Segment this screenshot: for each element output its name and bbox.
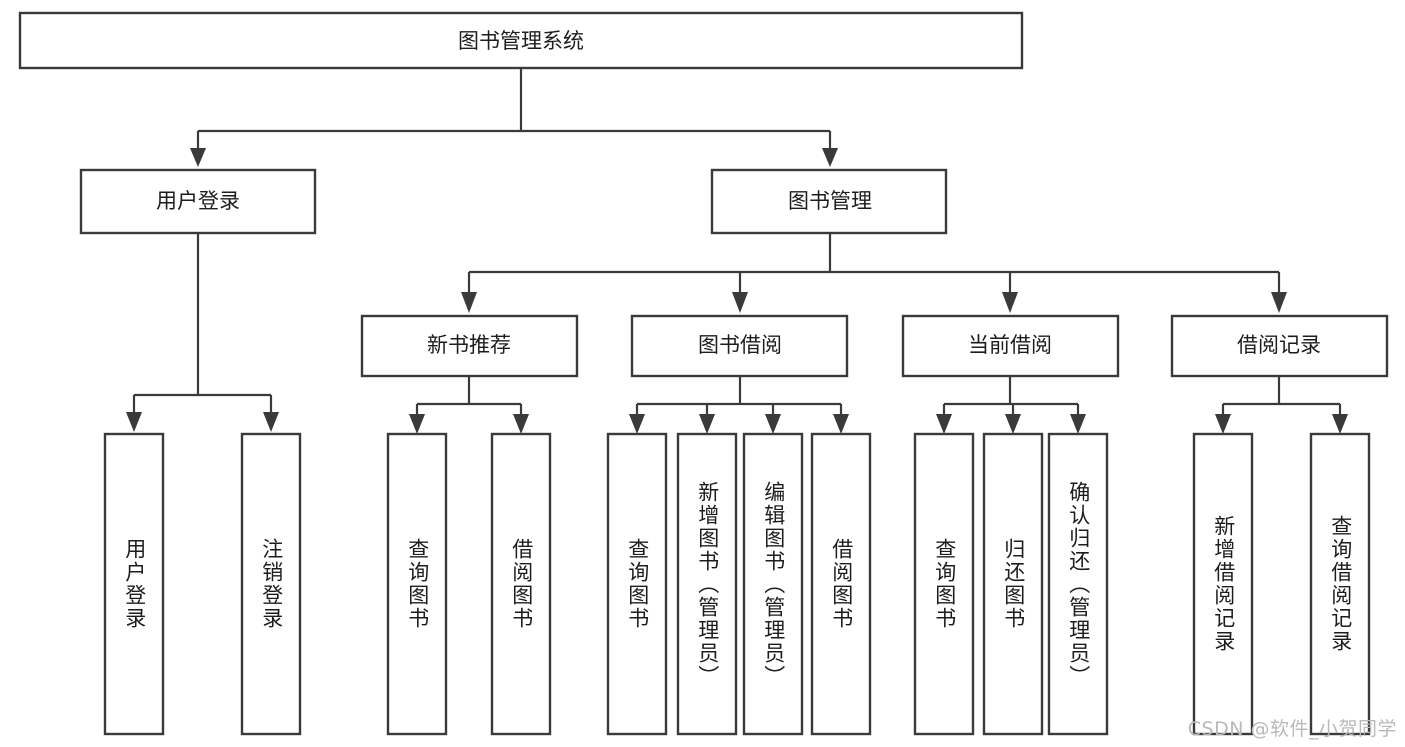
- connector-borrow-record-to-leaves: [1215, 376, 1348, 434]
- node-book-manage-box[interactable]: [710, 168, 948, 235]
- connector-book-borrow-to-leaves: [629, 376, 849, 434]
- connector-root-to-level2: [190, 69, 838, 167]
- leaf-query-record-box[interactable]: [1309, 432, 1371, 736]
- node-root[interactable]: 图书管理系统: [18, 11, 1024, 70]
- arrow-head-icon: [1215, 414, 1231, 434]
- watermark-text: CSDN @软件_小贺同学: [1187, 718, 1397, 740]
- node-new-book-rec-label: 新书推荐: [427, 333, 511, 357]
- connector-new-book-rec-to-leaves: [409, 376, 529, 434]
- leaf-borrow-book-2-box[interactable]: [810, 432, 872, 736]
- node-current-borrow-label: 当前借阅: [968, 333, 1052, 357]
- arrow-head-icon: [765, 414, 781, 434]
- node-book-borrow-box[interactable]: [630, 314, 849, 378]
- arrow-head-icon: [833, 414, 849, 434]
- arrow-head-icon: [190, 148, 206, 167]
- node-user-login-label: 用户登录: [156, 189, 240, 213]
- connector-user-login-to-leaves: [126, 233, 279, 432]
- leaf-add-record-box[interactable]: [1192, 432, 1254, 736]
- node-borrow-record-label: 借阅记录: [1237, 333, 1321, 357]
- leaf-query-book-1-box[interactable]: [386, 432, 448, 736]
- node-user-login-box[interactable]: [79, 168, 317, 235]
- arrow-head-icon: [1070, 414, 1086, 434]
- arrow-head-icon: [1002, 292, 1018, 313]
- node-borrow-record-box[interactable]: [1170, 314, 1389, 378]
- node-current-borrow-box[interactable]: [901, 314, 1120, 378]
- arrow-head-icon: [699, 414, 715, 434]
- arrow-head-icon: [1271, 292, 1287, 313]
- arrow-head-icon: [822, 148, 838, 167]
- connector-current-borrow-to-leaves: [936, 376, 1086, 434]
- arrow-head-icon: [936, 414, 952, 434]
- node-root-label: 图书管理系统: [458, 29, 584, 53]
- leaf-query-book-2-box[interactable]: [606, 432, 668, 736]
- arrow-head-icon: [629, 414, 645, 434]
- node-root-box[interactable]: [18, 11, 1024, 70]
- node-new-book-rec[interactable]: 新书推荐: [360, 314, 579, 378]
- connector-book-manage-to-level3: [461, 233, 1287, 313]
- arrow-head-icon: [513, 414, 529, 434]
- arrow-head-icon: [409, 414, 425, 434]
- node-book-borrow[interactable]: 图书借阅: [630, 314, 849, 378]
- arrow-head-icon: [732, 292, 748, 313]
- leaf-confirm-return-box[interactable]: [1047, 432, 1109, 736]
- node-book-manage-label: 图书管理: [788, 189, 872, 213]
- leaf-borrow-book-1-box[interactable]: [490, 432, 552, 736]
- node-borrow-record[interactable]: 借阅记录: [1170, 314, 1389, 378]
- node-book-borrow-label: 图书借阅: [698, 333, 782, 357]
- leaf-edit-book-box[interactable]: [742, 432, 804, 736]
- node-new-book-rec-box[interactable]: [360, 314, 579, 378]
- arrow-head-icon: [1332, 414, 1348, 434]
- leaf-user-login-box[interactable]: [103, 432, 165, 736]
- leaf-boxes: [103, 432, 1371, 736]
- arrow-head-icon: [1005, 414, 1021, 434]
- leaf-query-book-3-box[interactable]: [913, 432, 975, 736]
- node-book-manage[interactable]: 图书管理: [710, 168, 948, 235]
- node-current-borrow[interactable]: 当前借阅: [901, 314, 1120, 378]
- leaf-return-book-box[interactable]: [982, 432, 1044, 736]
- node-user-login[interactable]: 用户登录: [79, 168, 317, 235]
- arrow-head-icon: [461, 292, 477, 313]
- arrow-head-icon: [126, 412, 142, 432]
- arrow-head-icon: [263, 412, 279, 432]
- leaf-add-book-box[interactable]: [676, 432, 738, 736]
- leaf-user-logout-box[interactable]: [240, 432, 302, 736]
